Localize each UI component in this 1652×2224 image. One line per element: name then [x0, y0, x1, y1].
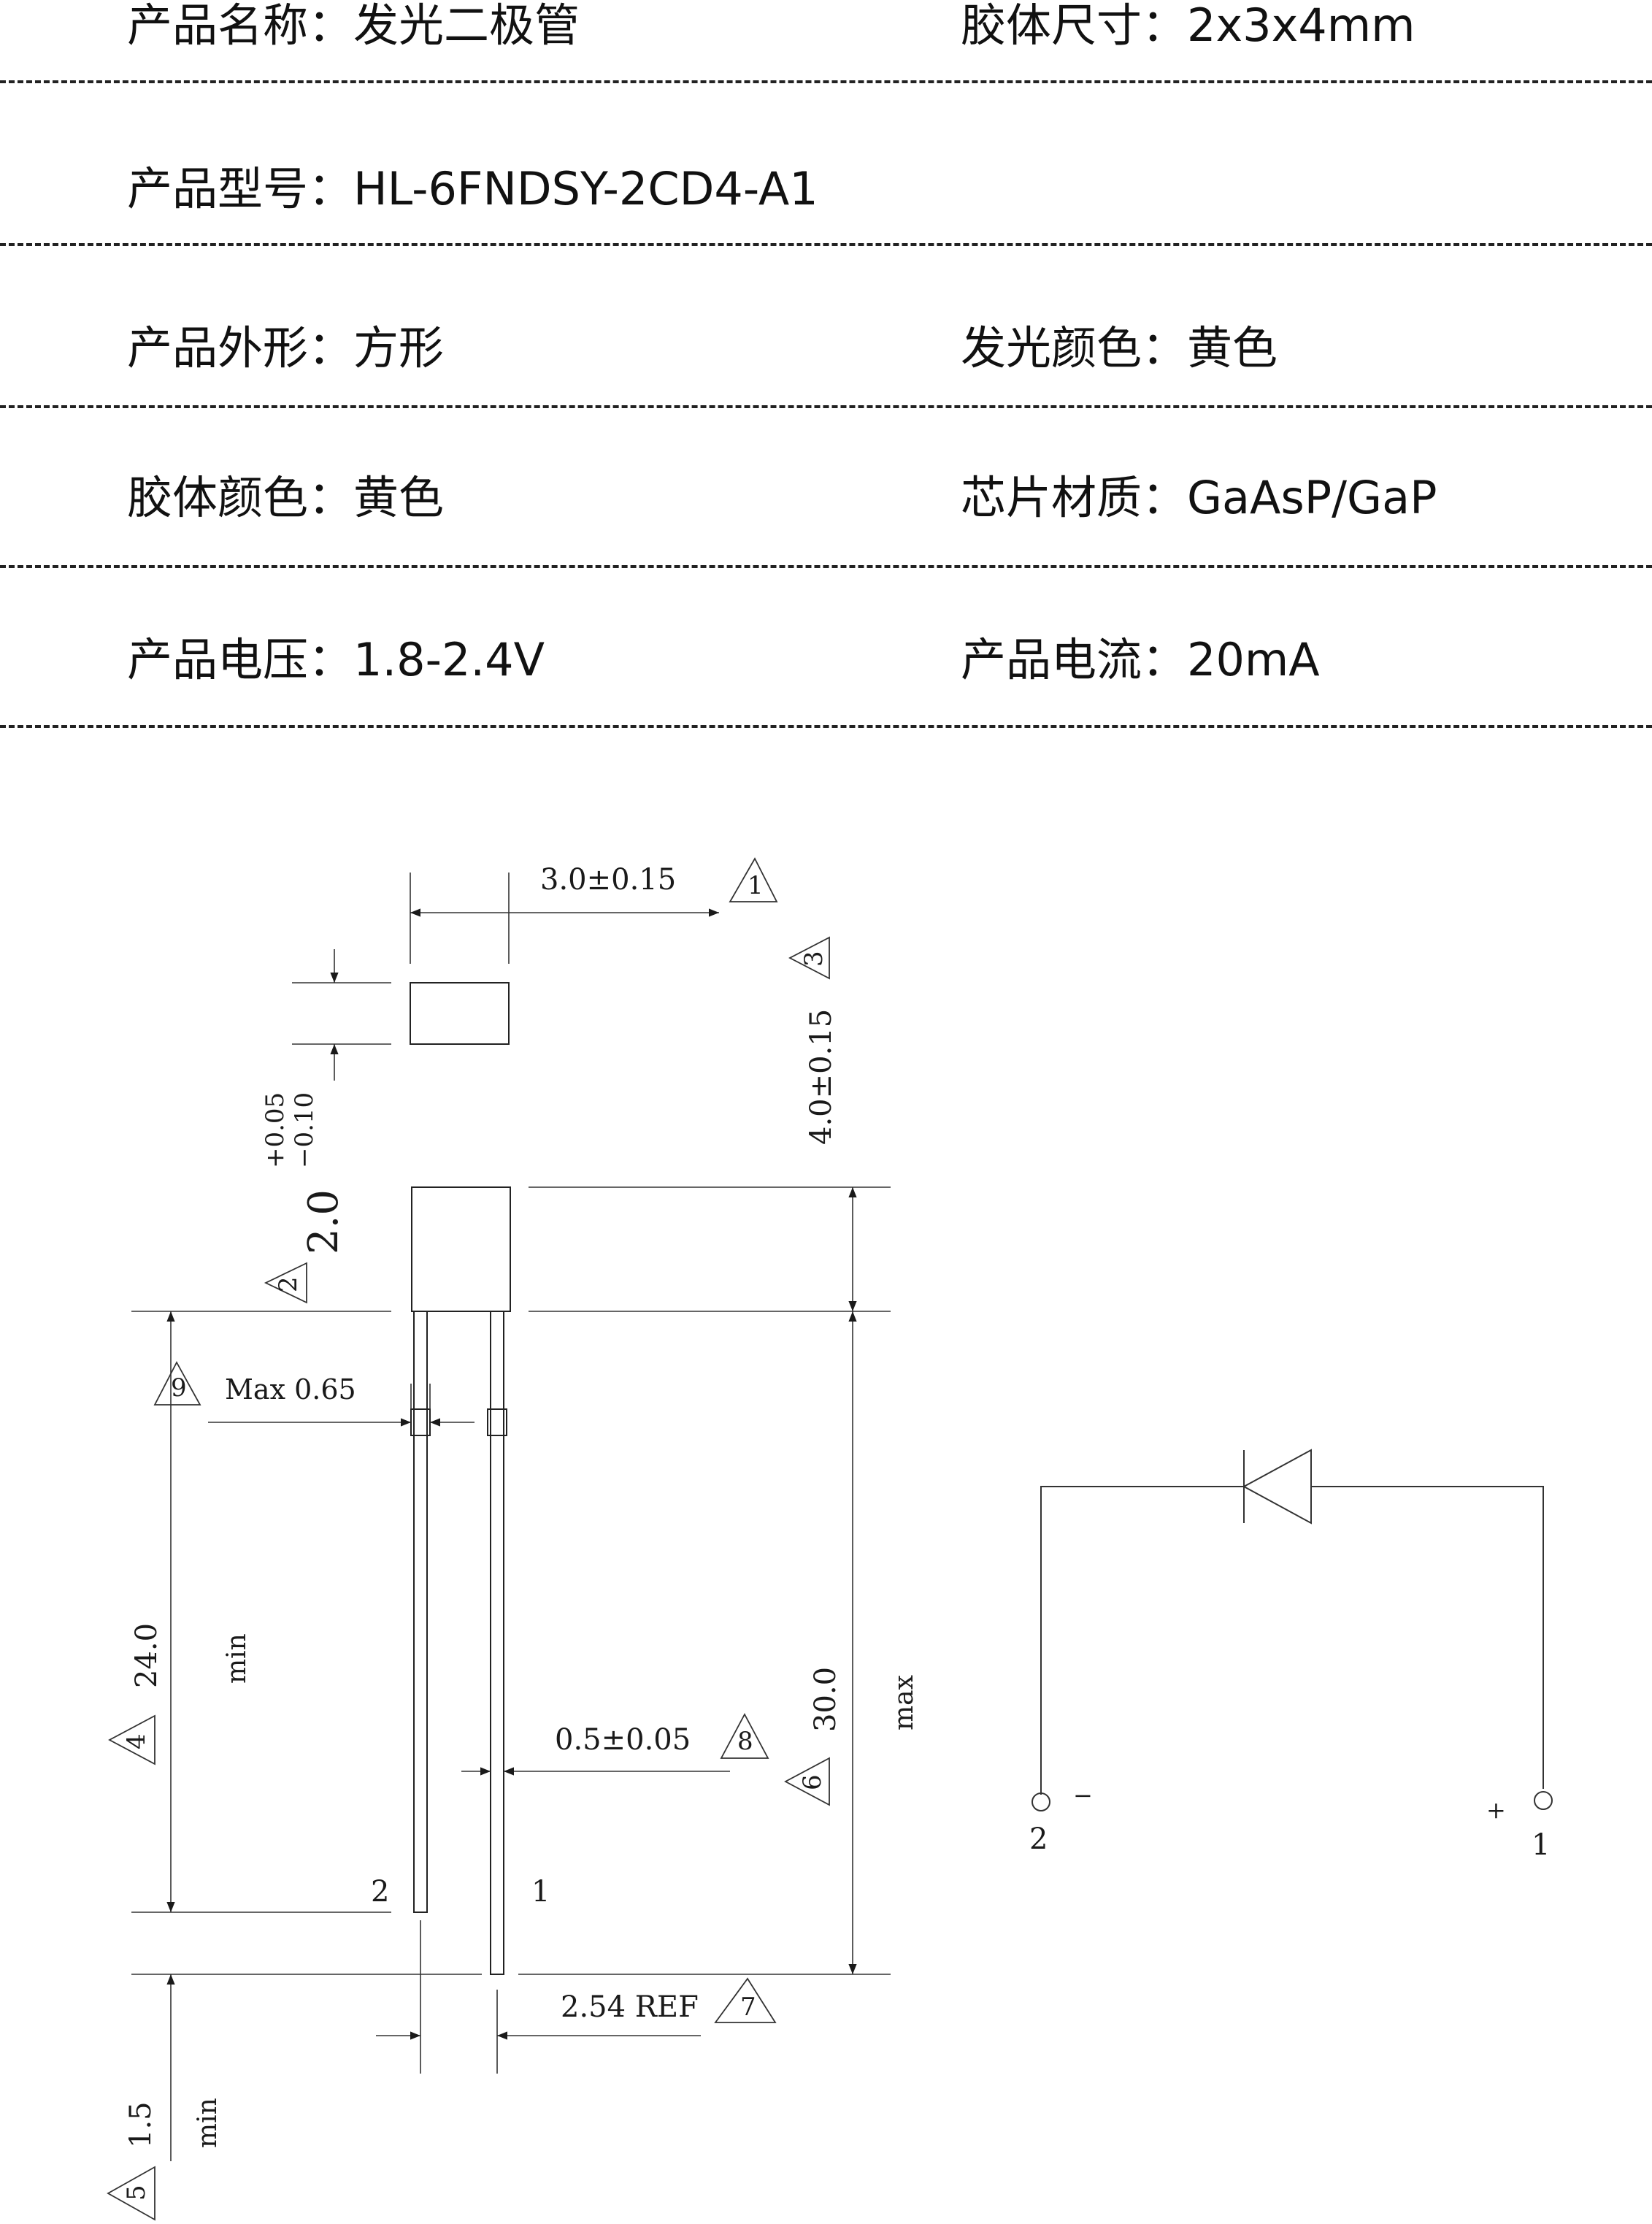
callout-6: 6 — [798, 1774, 827, 1790]
spec-product-voltage: 产品电压：1.8-2.4V — [127, 633, 545, 686]
spec-body-size: 胶体尺寸：2x3x4mm — [961, 0, 1415, 52]
callout-triangle-9 — [153, 1361, 201, 1406]
spec-chip-material: 芯片材质：GaAsP/GaP — [961, 471, 1437, 524]
anode-terminal — [1534, 1791, 1553, 1810]
dim-lead-diff: 1.5 — [124, 2101, 158, 2148]
spec-product-model: 产品型号：HL-6FNDSY-2CD4-A1 — [127, 162, 818, 215]
dim-lead-length-note: min — [222, 1633, 252, 1684]
callout-triangle-4 — [108, 1714, 155, 1765]
callout-triangle-1 — [729, 857, 778, 902]
callout-triangle-8 — [720, 1713, 769, 1759]
callout-3: 3 — [799, 951, 829, 967]
lead-stop-right — [487, 1408, 507, 1436]
dim-thickness: 2.0 — [300, 1189, 347, 1254]
callout-1: 1 — [748, 871, 764, 900]
divider — [0, 725, 1652, 728]
callout-9: 9 — [171, 1373, 187, 1403]
lead-anode — [490, 1311, 504, 1975]
spec-product-current: 产品电流：20mA — [961, 633, 1320, 686]
dim-overall-note: max — [889, 1675, 919, 1730]
dim-height: 4.0±0.15 — [804, 1009, 838, 1145]
anode-pin-number: 1 — [1532, 1828, 1550, 1862]
led-body — [411, 1186, 511, 1312]
dim-lead-dia: 0.5±0.05 — [555, 1723, 691, 1757]
pin-label-left: 2 — [371, 1875, 389, 1909]
dim-overall: 30.0 — [809, 1667, 842, 1732]
dimension-labels: 3.0±0.15 +0.05 −0.10 2.0 4.0±0.15 Max 0.… — [124, 863, 919, 2148]
outline-geometry — [410, 982, 511, 1975]
dim-thickness-tol-minus: −0.10 — [290, 1092, 319, 1168]
diode-triangle — [1242, 1449, 1312, 1525]
callout-4: 4 — [122, 1733, 151, 1749]
callout-8: 8 — [737, 1727, 753, 1756]
cathode-sign: − — [1073, 1782, 1093, 1809]
callout-7: 7 — [740, 1993, 756, 2022]
dim-lead-diff-note: min — [193, 2098, 223, 2148]
anode-sign: + — [1486, 1796, 1506, 1824]
callout-triangle-6 — [784, 1757, 830, 1806]
body-top-view — [410, 982, 510, 1045]
spec-table: 产品名称：发光二极管 胶体尺寸：2x3x4mm 产品型号：HL-6FNDSY-2… — [0, 0, 1652, 737]
callout-triangle-3 — [788, 936, 830, 980]
spec-emitting-color: 发光颜色：黄色 — [961, 321, 1278, 375]
spec-product-name: 产品名称：发光二极管 — [127, 0, 580, 52]
dim-width: 3.0±0.15 — [540, 863, 676, 897]
diode-schematic: 2 1 − + — [1029, 1449, 1553, 1862]
callout-5: 5 — [122, 2185, 151, 2201]
cathode-pin-number: 2 — [1029, 1822, 1048, 1856]
dim-pitch: 2.54 REF — [561, 1990, 699, 2024]
lead-cathode — [413, 1311, 428, 1913]
spec-product-shape: 产品外形：方形 — [127, 321, 445, 375]
schematic-wire-anode — [1311, 1486, 1544, 1789]
schematic-wire-cathode — [1040, 1486, 1244, 1795]
dimension-lines — [131, 873, 891, 2161]
callout-triangles — [107, 857, 830, 2221]
dim-max-shoulder: Max 0.65 — [225, 1373, 356, 1406]
pin-label-right: 1 — [531, 1875, 550, 1909]
callout-2: 2 — [274, 1276, 303, 1292]
callout-numbers: 1 2 3 4 5 6 7 8 9 — [122, 871, 829, 2201]
spec-body-color: 胶体颜色：黄色 — [127, 471, 445, 524]
dim-thickness-tol-plus: +0.05 — [261, 1092, 290, 1168]
divider — [0, 405, 1652, 408]
dim-lead-length: 24.0 — [130, 1623, 164, 1688]
callout-triangle-7 — [714, 1977, 777, 2023]
callout-triangle-2 — [264, 1262, 307, 1304]
callout-triangle-5 — [107, 2166, 155, 2221]
divider — [0, 243, 1652, 246]
divider — [0, 80, 1652, 83]
divider — [0, 565, 1652, 568]
cathode-terminal — [1031, 1792, 1050, 1811]
